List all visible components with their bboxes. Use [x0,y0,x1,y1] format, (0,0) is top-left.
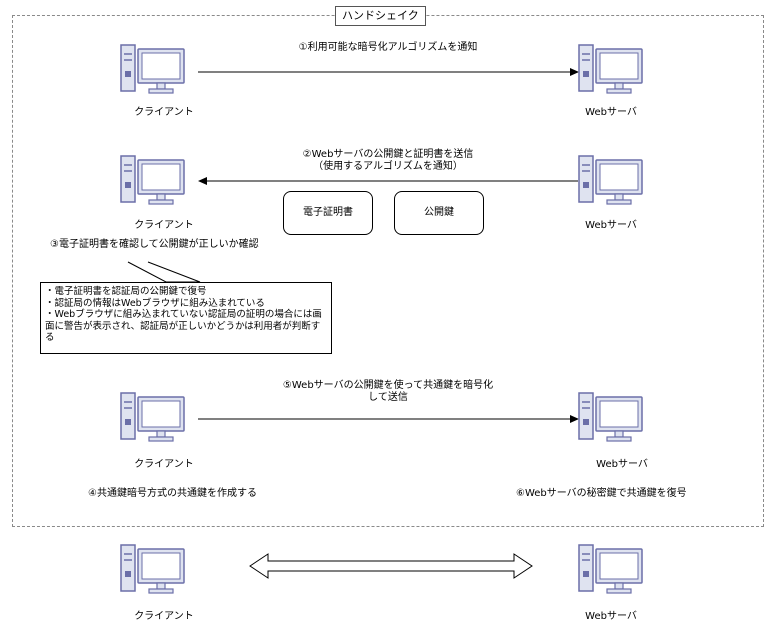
client-label-3: クライアント [134,459,194,470]
monitor-base-icon [606,88,632,94]
server-label-1: Webサーバ [585,107,637,118]
step5-text-line1: ⑤Webサーバの公開鍵を使って共通鍵を暗号化 [282,380,494,391]
computer-icon [578,155,643,205]
monitor-base-icon [148,436,174,442]
handshake-title: ハンドシェイク [335,6,426,26]
power-button-icon [583,182,589,188]
client-computer-icon-3 [120,392,186,446]
tower-icon [578,44,594,92]
screen-icon [599,400,639,428]
screen-icon [141,552,181,580]
screen-icon [141,52,181,80]
server-computer-icon-2 [578,155,644,209]
tower-icon [578,392,594,440]
tower-icon [578,544,594,592]
client-label-2: クライアント [134,220,194,231]
tower-icon [120,44,136,92]
screen-icon [141,163,181,191]
monitor-neck-icon [156,582,166,590]
monitor-base-icon [606,588,632,594]
client-label-1: クライアント [134,107,194,118]
server-label-2: Webサーバ [585,220,637,231]
step2-text-line2: （使用するアルゴリズムを通知） [313,161,463,172]
power-button-icon [125,182,131,188]
client-label-4: クライアント [134,611,194,622]
verification-note: ・電子証明書を認証局の公開鍵で復号 ・認証局の情報はWebブラウザに組み込まれて… [40,282,332,354]
step3-text: ③電子証明書を確認して公開鍵が正しいか確認 [50,239,259,250]
monitor-neck-icon [614,82,624,90]
computer-icon [578,544,643,594]
power-button-icon [125,71,131,77]
server-computer-icon-3 [578,392,644,446]
monitor-base-icon [148,588,174,594]
server-label-4: Webサーバ [585,611,637,622]
tower-icon [120,155,136,203]
client-computer-icon-4 [120,544,186,598]
computer-icon [120,392,185,442]
power-button-icon [583,571,589,577]
monitor-neck-icon [156,82,166,90]
step2-text-line1: ②Webサーバの公開鍵と証明書を送信 [302,149,474,160]
double-arrow [249,553,533,579]
monitor-neck-icon [156,193,166,201]
client-computer-icon-1 [120,44,186,98]
monitor-base-icon [148,199,174,205]
monitor-base-icon [606,436,632,442]
computer-icon [120,44,185,94]
power-button-icon [125,419,131,425]
tower-icon [120,544,136,592]
computer-icon [578,44,643,94]
monitor-neck-icon [614,193,624,201]
power-button-icon [583,71,589,77]
step5-text-line2: して送信 [368,392,408,403]
screen-icon [141,400,181,428]
monitor-neck-icon [614,430,624,438]
note-callout [127,261,201,283]
computer-icon [578,392,643,442]
step1-text: ①利用可能な暗号化アルゴリズムを通知 [298,42,478,53]
monitor-neck-icon [156,430,166,438]
computer-icon [120,544,185,594]
power-button-icon [125,571,131,577]
tower-icon [120,392,136,440]
server-computer-icon-1 [578,44,644,98]
step4-text: ④共通鍵暗号方式の共通鍵を作成する [88,488,257,499]
screen-icon [599,52,639,80]
client-computer-icon-2 [120,155,186,209]
public-key-box: 公開鍵 [394,191,484,235]
tower-icon [578,155,594,203]
power-button-icon [583,419,589,425]
screen-icon [599,552,639,580]
monitor-neck-icon [614,582,624,590]
step6-text: ⑥Webサーバの秘密鍵で共通鍵を復号 [516,488,687,499]
computer-icon [120,155,185,205]
screen-icon [599,163,639,191]
monitor-base-icon [606,199,632,205]
certificate-box: 電子証明書 [283,191,373,235]
server-label-3: Webサーバ [596,459,648,470]
server-computer-icon-4 [578,544,644,598]
monitor-base-icon [148,88,174,94]
